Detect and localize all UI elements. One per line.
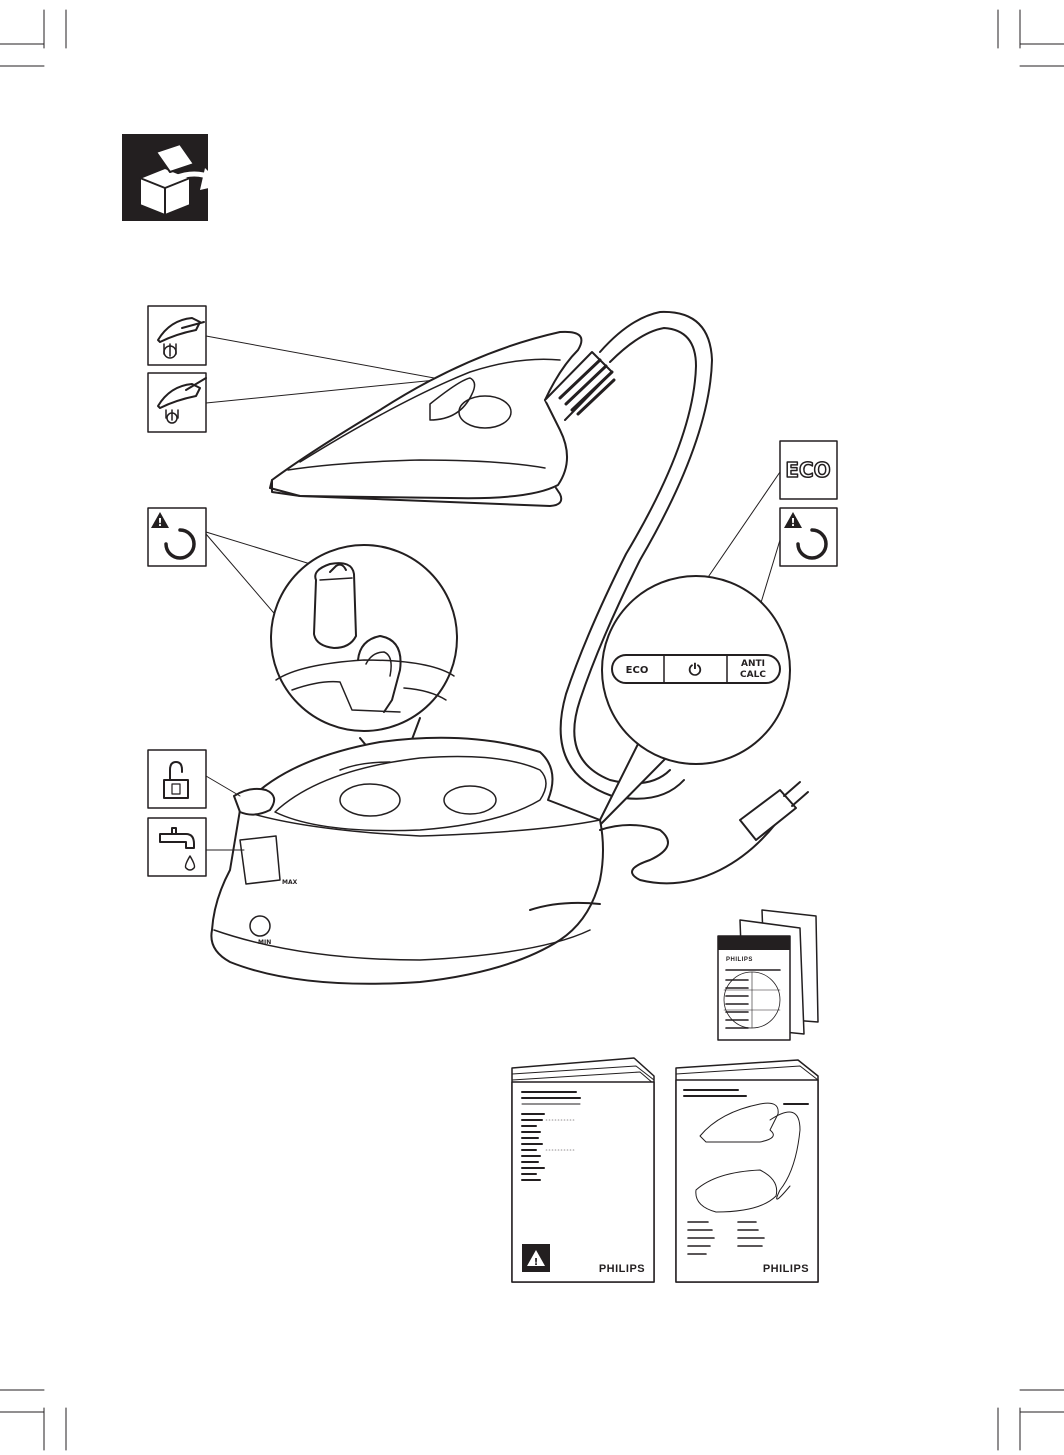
user-manual-brand: PHILIPS bbox=[763, 1263, 809, 1275]
guarantee-leaflet bbox=[718, 910, 818, 1040]
steam-trigger-icon bbox=[148, 306, 206, 365]
svg-text:!: ! bbox=[790, 516, 795, 529]
calc-clean-warning-icon: ! bbox=[148, 508, 206, 566]
svg-text:ECO: ECO bbox=[785, 458, 830, 482]
power-button: ⏻ bbox=[689, 660, 702, 679]
max-water-level-label: MAX bbox=[282, 879, 298, 886]
guarantee-leaflet-brand: PHILIPS bbox=[726, 957, 753, 963]
anticalc-button-line1: ANTI bbox=[741, 659, 765, 669]
steam-iron bbox=[270, 332, 614, 506]
eco-button: ECO bbox=[626, 665, 649, 676]
safety-booklet-brand: PHILIPS bbox=[599, 1263, 645, 1275]
mains-cord-with-plug bbox=[600, 782, 808, 883]
control-panel-magnifier bbox=[595, 576, 790, 830]
shot-of-steam-icon bbox=[148, 373, 206, 432]
anticalc-warning-icon-right: ! bbox=[780, 508, 837, 566]
water-tap-icon bbox=[148, 818, 206, 876]
user-manual bbox=[676, 1060, 818, 1282]
svg-text:!: ! bbox=[157, 516, 162, 529]
eco-mode-icon: ECO bbox=[780, 441, 837, 499]
unlock-callout-line bbox=[206, 776, 240, 796]
unpacking-box-icon bbox=[122, 134, 222, 221]
safety-booklet bbox=[512, 1058, 654, 1282]
safety-booklet-warning-glyph: ! bbox=[534, 1257, 539, 1268]
base-station bbox=[211, 738, 603, 984]
unlock-padlock-icon bbox=[148, 750, 206, 808]
steam-callout-line bbox=[206, 336, 456, 382]
min-water-level-label: MIN bbox=[258, 939, 271, 946]
anticalc-button-line2: CALC bbox=[740, 670, 766, 680]
